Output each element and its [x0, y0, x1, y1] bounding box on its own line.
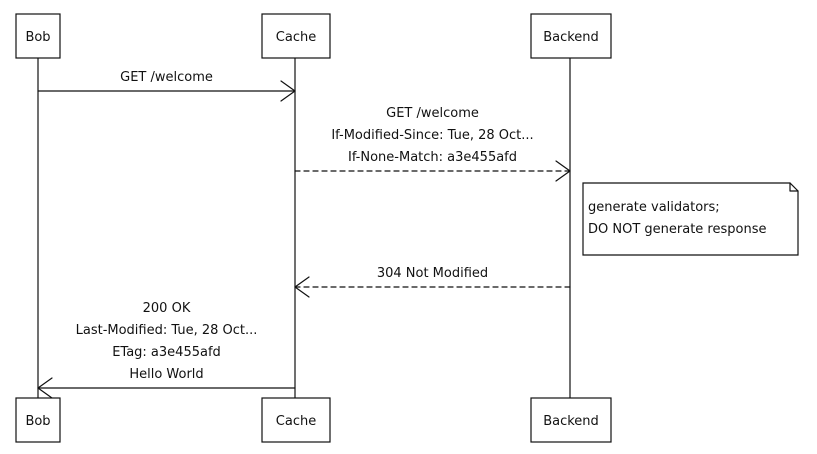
participant-box: [261, 13, 331, 59]
message-label: Last-Modified: Tue, 28 Oct...: [76, 323, 258, 338]
participant-box: [530, 397, 612, 443]
message-label: GET /welcome: [120, 70, 213, 85]
arrowhead-icon: [294, 276, 310, 298]
note-line: generate validators;: [588, 200, 720, 215]
arrowhead-icon: [555, 160, 571, 182]
participant-box: [15, 397, 61, 443]
arrowhead-icon: [280, 80, 296, 102]
participant-label: Bob: [25, 414, 50, 429]
note-line: DO NOT generate response: [588, 222, 766, 237]
message-label: 200 OK: [143, 301, 191, 316]
participant-label: Backend: [543, 30, 599, 45]
participant-cache-top: Cache: [261, 13, 331, 59]
participant-bob-top: Bob: [15, 13, 61, 59]
message-label: GET /welcome: [386, 106, 479, 121]
arrowhead-icon: [37, 377, 53, 399]
message-1: GET /welcome: [37, 70, 296, 102]
participant-label: Cache: [276, 30, 316, 45]
message-label: 304 Not Modified: [377, 266, 488, 281]
message-3: 304 Not Modified: [294, 266, 571, 298]
participant-bob-bottom: Bob: [15, 397, 61, 443]
message-label: If-Modified-Since: Tue, 28 Oct...: [331, 128, 533, 143]
note: generate validators; DO NOT generate resp…: [582, 182, 799, 256]
note-fold-icon: [789, 182, 799, 192]
participant-box: [261, 397, 331, 443]
participant-box: [530, 13, 612, 59]
participant-cache-bottom: Cache: [261, 397, 331, 443]
message-label: If-None-Match: a3e455afd: [348, 150, 517, 165]
participant-backend-bottom: Backend: [530, 397, 612, 443]
participant-box: [15, 13, 61, 59]
participant-backend-top: Backend: [530, 13, 612, 59]
participant-label: Bob: [25, 30, 50, 45]
note-box: [582, 182, 799, 256]
message-label: ETag: a3e455afd: [112, 345, 221, 360]
participant-label: Cache: [276, 414, 316, 429]
message-4: 200 OK Last-Modified: Tue, 28 Oct... ETag:…: [37, 301, 296, 399]
participant-label: Backend: [543, 414, 599, 429]
message-label: Hello World: [129, 367, 203, 382]
